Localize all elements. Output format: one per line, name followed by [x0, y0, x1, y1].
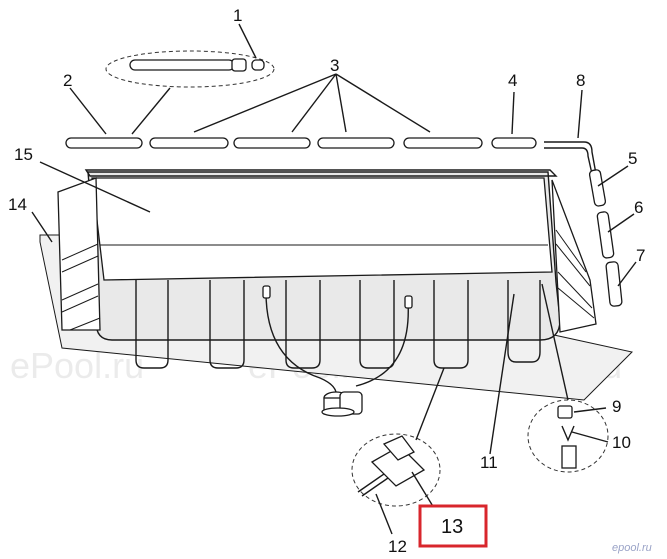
- part-label-12: 12: [388, 537, 407, 556]
- part-label-13: 13: [441, 516, 463, 538]
- part-label-4: 4: [508, 71, 517, 90]
- part-label-15: 15: [14, 145, 33, 164]
- highlight-box: [418, 504, 488, 548]
- part-9-10-detail: [527, 399, 609, 473]
- part-label-8: 8: [576, 71, 585, 90]
- part-label-2: 2: [63, 71, 72, 90]
- part-label-3: 3: [330, 56, 339, 75]
- part-1-detail: [105, 50, 275, 88]
- part-label-14: 14: [8, 195, 27, 214]
- part-label-9: 9: [612, 397, 621, 416]
- leg-parts: [588, 169, 623, 307]
- top-pipes: [65, 137, 597, 175]
- part-label-11: 11: [480, 453, 498, 472]
- filter-pump: [262, 285, 413, 417]
- brand-watermark: epool.ru: [612, 542, 652, 554]
- part-label-5: 5: [628, 149, 637, 168]
- pool-body: [84, 169, 561, 341]
- right-frame: [551, 179, 597, 333]
- part-label-10: 10: [612, 433, 631, 452]
- part-label-6: 6: [634, 198, 643, 217]
- highlighted-part-13[interactable]: 13: [418, 504, 488, 548]
- leader-lines: [31, 23, 637, 535]
- part-labels: 1 2 3 4 5 6 7 8 9 10 11 12 14 15: [8, 6, 645, 556]
- left-frame: [57, 177, 101, 331]
- u-legs: [135, 280, 541, 369]
- part-label-7: 7: [636, 246, 645, 265]
- part-12-13-detail: [351, 433, 441, 507]
- part-label-1: 1: [233, 6, 242, 25]
